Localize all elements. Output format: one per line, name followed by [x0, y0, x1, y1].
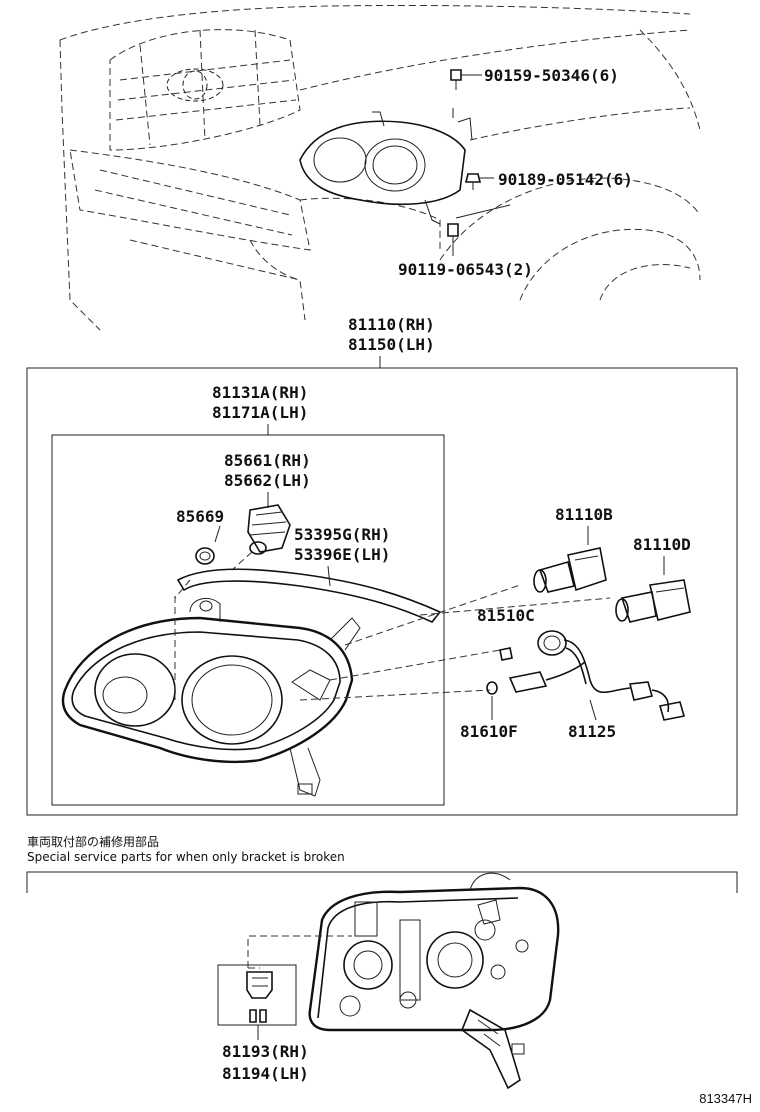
label-bulb-b: 81110B — [555, 505, 613, 524]
label-socket-c: 81510C — [477, 606, 535, 625]
gasket-ring — [195, 547, 215, 565]
vehicle-front-illustration — [59, 4, 701, 331]
screw-icon — [259, 1009, 267, 1023]
note-japanese: 車両取付部の補修用部品 — [27, 834, 159, 849]
bolt-icon — [450, 69, 462, 81]
bulb-b — [533, 547, 607, 593]
label-cover-lh: 85662(LH) — [224, 471, 311, 490]
diagram-code: 813347H — [699, 1091, 752, 1106]
top-hardware — [447, 69, 511, 256]
retainer-strip — [176, 568, 442, 623]
assembly-frame — [26, 367, 738, 816]
label-bolt-1: 90159-50346(6) — [484, 66, 619, 85]
clip-icon — [464, 173, 482, 183]
cover-part — [231, 504, 291, 571]
label-bracket-rh: 81193(RH) — [222, 1042, 309, 1061]
note-english: Special service parts for when only brac… — [27, 850, 345, 864]
rear-headlamp-view — [308, 872, 560, 1090]
label-clip: 90189-05142(6) — [498, 170, 633, 189]
label-retainer-rh: 53395G(RH) — [294, 525, 390, 544]
label-bulb-d: 81110D — [633, 535, 691, 554]
label-unit-lh: 81171A(LH) — [212, 403, 308, 422]
socket-c — [499, 630, 567, 661]
bolt-icon — [447, 223, 459, 237]
bracket-frame — [26, 871, 738, 893]
label-bracket-lh: 81194(LH) — [222, 1064, 309, 1083]
label-cover-rh: 85661(RH) — [224, 451, 311, 470]
bulb-d — [615, 579, 691, 623]
label-headlamp-assy-lh: 81150(LH) — [348, 335, 435, 354]
unit-frame — [51, 434, 445, 806]
label-gasket: 85669 — [176, 507, 224, 526]
screw-icon — [249, 1009, 257, 1023]
headlamp-unit — [61, 597, 361, 797]
service-bracket — [246, 971, 273, 1023]
label-retainer-lh: 53396E(LH) — [294, 545, 390, 564]
label-bolt-2: 90119-06543(2) — [398, 260, 533, 279]
label-wire: 81125 — [568, 722, 616, 741]
wire-harness — [508, 639, 686, 721]
label-headlamp-assy-rh: 81110(RH) — [348, 315, 435, 334]
bracket-callout-frame — [217, 964, 297, 1026]
socket-f — [486, 681, 498, 695]
label-unit-rh: 81131A(RH) — [212, 383, 308, 402]
label-socket-f: 81610F — [460, 722, 518, 741]
